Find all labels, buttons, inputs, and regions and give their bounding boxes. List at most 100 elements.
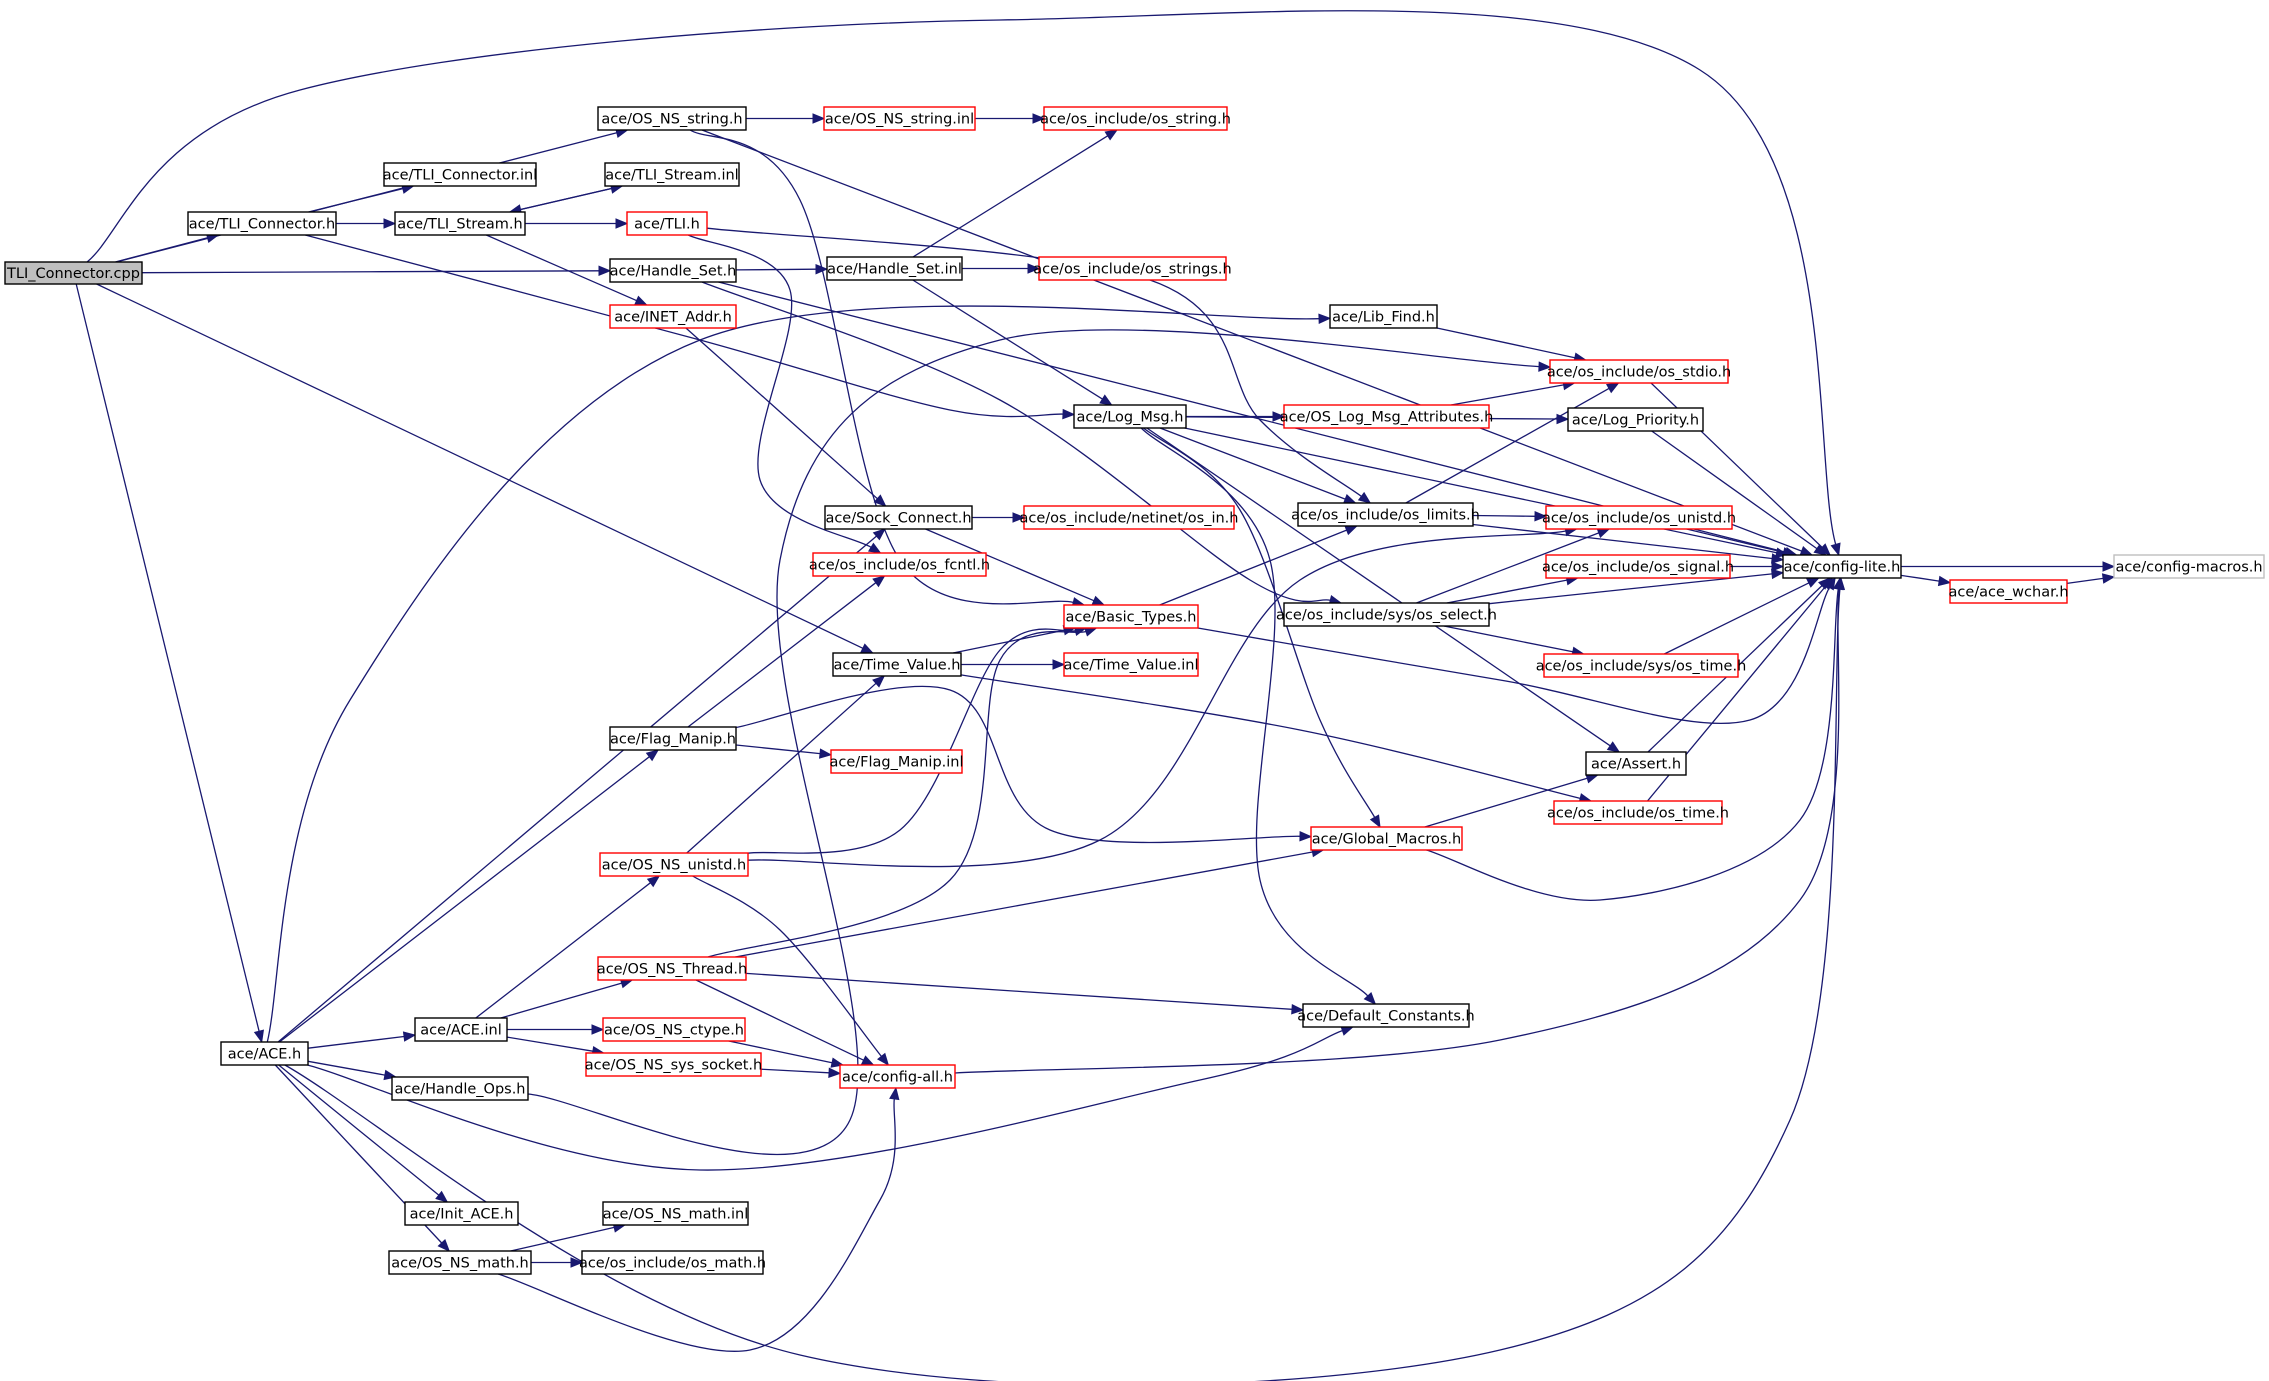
node-log-priority-h[interactable]: ace/Log_Priority.h — [1567, 407, 1704, 432]
node-label: ace/TLI.h — [634, 217, 700, 233]
node-os-ns-sys-socket-h[interactable]: ace/OS_NS_sys_socket.h — [585, 1052, 762, 1077]
node-label: ace/config-all.h — [842, 1070, 953, 1086]
node-os-ns-unistd-h[interactable]: ace/OS_NS_unistd.h — [599, 852, 749, 877]
edge-tli_stream_h-to-tli_h — [525, 218, 629, 229]
edge-flag_manip_h-to-os_fcntl_h — [687, 575, 886, 728]
node-os-ns-string-inl[interactable]: ace/OS_NS_string.inl — [823, 106, 976, 131]
node-os-string-h[interactable]: ace/os_include/os_string.h — [1040, 106, 1231, 131]
node-init-ace-h[interactable]: ace/Init_ACE.h — [404, 1201, 519, 1226]
node-flag-manip-h[interactable]: ace/Flag_Manip.h — [609, 726, 737, 751]
node-os-limits-h[interactable]: ace/os_include/os_limits.h — [1291, 502, 1480, 527]
node-netinet-os-in-h[interactable]: ace/os_include/netinet/os_in.h — [1020, 505, 1239, 530]
node-os-math-h[interactable]: ace/os_include/os_math.h — [579, 1250, 766, 1275]
edge-os_ns_math_h-to-config_all_h — [497, 1086, 900, 1352]
node-label: ace/OS_NS_ctype.h — [604, 1023, 744, 1039]
node-tli-cpp[interactable]: TLI_Connector.cpp — [4, 261, 143, 285]
node-os-ns-thread-h[interactable]: ace/OS_NS_Thread.h — [597, 956, 747, 981]
node-basic-types-h[interactable]: ace/Basic_Types.h — [1063, 604, 1199, 629]
node-global-macros-h[interactable]: ace/Global_Macros.h — [1310, 826, 1463, 851]
node-tli-stream-h[interactable]: ace/TLI_Stream.h — [394, 211, 526, 236]
edge-handle_set_h-to-handle_set_inl — [735, 263, 829, 275]
edge-tli_cpp-to-ace_h — [75, 283, 265, 1044]
edge-os_ns_unistd_h-to-time_value_h — [686, 675, 886, 854]
edge-log_msg_h-to-assert_h — [1146, 427, 1621, 753]
node-os-log-msg-attr-h[interactable]: ace/OS_Log_Msg_Attributes.h — [1280, 404, 1494, 429]
node-label: ace/os_include/os_stdio.h — [1547, 365, 1731, 381]
node-tli-connector-h[interactable]: ace/TLI_Connector.h — [187, 211, 337, 236]
node-lib-find-h[interactable]: ace/Lib_Find.h — [1329, 304, 1438, 329]
edge-log_msg_h-to-default_constants_h — [1140, 427, 1377, 1005]
node-os-ns-math-h[interactable]: ace/OS_NS_math.h — [388, 1250, 532, 1275]
node-tli-connector-inl[interactable]: ace/TLI_Connector.inl — [383, 162, 537, 187]
edge-global_macros_h-to-assert_h — [1424, 773, 1599, 828]
node-label: ace/Init_ACE.h — [410, 1207, 514, 1223]
node-time-value-h[interactable]: ace/Time_Value.h — [832, 652, 962, 677]
node-os-unistd-h[interactable]: ace/os_include/os_unistd.h — [1542, 505, 1736, 530]
node-log-msg-h[interactable]: ace/Log_Msg.h — [1073, 404, 1187, 429]
node-os-strings-h[interactable]: ace/os_include/os_strings.h — [1033, 256, 1232, 281]
node-label: ace/TLI_Connector.inl — [383, 168, 537, 184]
node-os-ns-string-h[interactable]: ace/OS_NS_string.h — [597, 106, 747, 131]
node-label: ace/Handle_Set.h — [610, 264, 737, 280]
node-inet-addr-h[interactable]: ace/INET_Addr.h — [609, 304, 737, 329]
edge-flag_manip_h-to-flag_manip_inl — [735, 744, 833, 759]
node-label: ace/os_include/sys/os_select.h — [1276, 608, 1497, 624]
node-assert-h[interactable]: ace/Assert.h — [1585, 751, 1687, 776]
node-label: ace/Handle_Set.inl — [827, 262, 962, 278]
edge-os_log_msg_attr_h-to-os_stdio_h — [1450, 379, 1576, 406]
node-os-stdio-h[interactable]: ace/os_include/os_stdio.h — [1547, 359, 1731, 384]
node-sock-connect-h[interactable]: ace/Sock_Connect.h — [824, 505, 973, 530]
node-flag-manip-inl[interactable]: ace/Flag_Manip.inl — [829, 749, 964, 774]
edge-handle_set_inl-to-os_string_h — [912, 129, 1119, 258]
edge-time_value_h-to-time_value_inl — [961, 659, 1066, 670]
edge-log_priority_h-to-config_lite_h — [1651, 430, 1827, 556]
edge-sock_connect_h-to-netinet_os_in_h — [972, 512, 1026, 523]
node-label: ace/ACE.h — [228, 1047, 301, 1063]
edge-log_msg_h-to-config_lite_h — [1184, 427, 1789, 558]
edge-os_ns_string_inl-to-os_string_h — [975, 113, 1046, 124]
node-os-fcntl-h[interactable]: ace/os_include/os_fcntl.h — [809, 552, 990, 577]
edge-sys_os_select_h-to-sys_os_time_h — [1443, 625, 1585, 657]
edge-ace_h-to-init_ace_h — [278, 1064, 449, 1203]
node-label: ace/OS_NS_math.h — [391, 1256, 529, 1272]
edge-ace_h-to-flag_manip_h — [279, 749, 660, 1043]
node-ace-inl[interactable]: ace/ACE.inl — [414, 1017, 508, 1042]
node-label: ace/os_include/sys/os_time.h — [1536, 659, 1747, 675]
node-default-constants-h[interactable]: ace/Default_Constants.h — [1297, 1003, 1475, 1028]
node-handle-set-h[interactable]: ace/Handle_Set.h — [609, 258, 737, 283]
node-ace-wchar-h[interactable]: ace/ace_wchar.h — [1948, 579, 2069, 604]
edge-os_signal_h-to-config_lite_h — [1730, 561, 1785, 572]
node-ace-h[interactable]: ace/ACE.h — [220, 1041, 309, 1066]
node-tli-h[interactable]: ace/TLI.h — [626, 211, 708, 236]
node-os-time-h[interactable]: ace/os_include/os_time.h — [1547, 800, 1729, 825]
edge-ace_h-to-handle_ops_h — [307, 1060, 398, 1081]
edge-tli_cpp-to-tli_connector_h — [115, 232, 220, 263]
node-label: ace/ace_wchar.h — [1948, 585, 2068, 601]
node-config-lite-h[interactable]: ace/config-lite.h — [1782, 554, 1902, 579]
node-handle-ops-h[interactable]: ace/Handle_Ops.h — [391, 1076, 529, 1101]
edge-inet_addr_h-to-sock_connect_h — [685, 327, 887, 507]
node-time-value-inl[interactable]: ace/Time_Value.inl — [1063, 652, 1199, 677]
node-config-all-h[interactable]: ace/config-all.h — [839, 1064, 956, 1089]
node-label: ace/Handle_Ops.h — [394, 1082, 525, 1098]
node-label: ace/OS_NS_Thread.h — [597, 962, 747, 978]
node-os-ns-ctype-h[interactable]: ace/OS_NS_ctype.h — [602, 1017, 746, 1042]
node-tli-stream-inl[interactable]: ace/TLI_Stream.inl — [604, 162, 740, 187]
node-sys-os-select-h[interactable]: ace/os_include/sys/os_select.h — [1276, 602, 1497, 627]
edge-os_ns_sys_socket_h-to-config_all_h — [760, 1067, 842, 1079]
edge-log_msg_h-to-os_limits_h — [1159, 427, 1357, 504]
node-sys-os-time-h[interactable]: ace/os_include/sys/os_time.h — [1536, 653, 1747, 678]
edge-config_all_h-to-config_lite_h — [954, 576, 1845, 1074]
edge-basic_types_h-to-os_limits_h — [1159, 525, 1359, 606]
node-label: ace/Time_Value.h — [833, 658, 960, 674]
node-os-signal-h[interactable]: ace/os_include/os_signal.h — [1542, 554, 1734, 579]
edge-sys_os_select_h-to-config_lite_h — [1488, 568, 1785, 605]
node-os-ns-math-inl[interactable]: ace/OS_NS_math.inl — [602, 1201, 749, 1226]
edge-os_ns_unistd_h-to-os_unistd_h — [747, 525, 1578, 868]
node-label: ace/os_include/os_unistd.h — [1542, 511, 1736, 527]
node-handle-set-inl[interactable]: ace/Handle_Set.inl — [826, 256, 963, 281]
edge-ace_h-to-ace_inl — [307, 1031, 417, 1049]
edge-handle_set_inl-to-log_msg_h — [912, 279, 1113, 406]
node-label: ace/Sock_Connect.h — [825, 511, 971, 527]
